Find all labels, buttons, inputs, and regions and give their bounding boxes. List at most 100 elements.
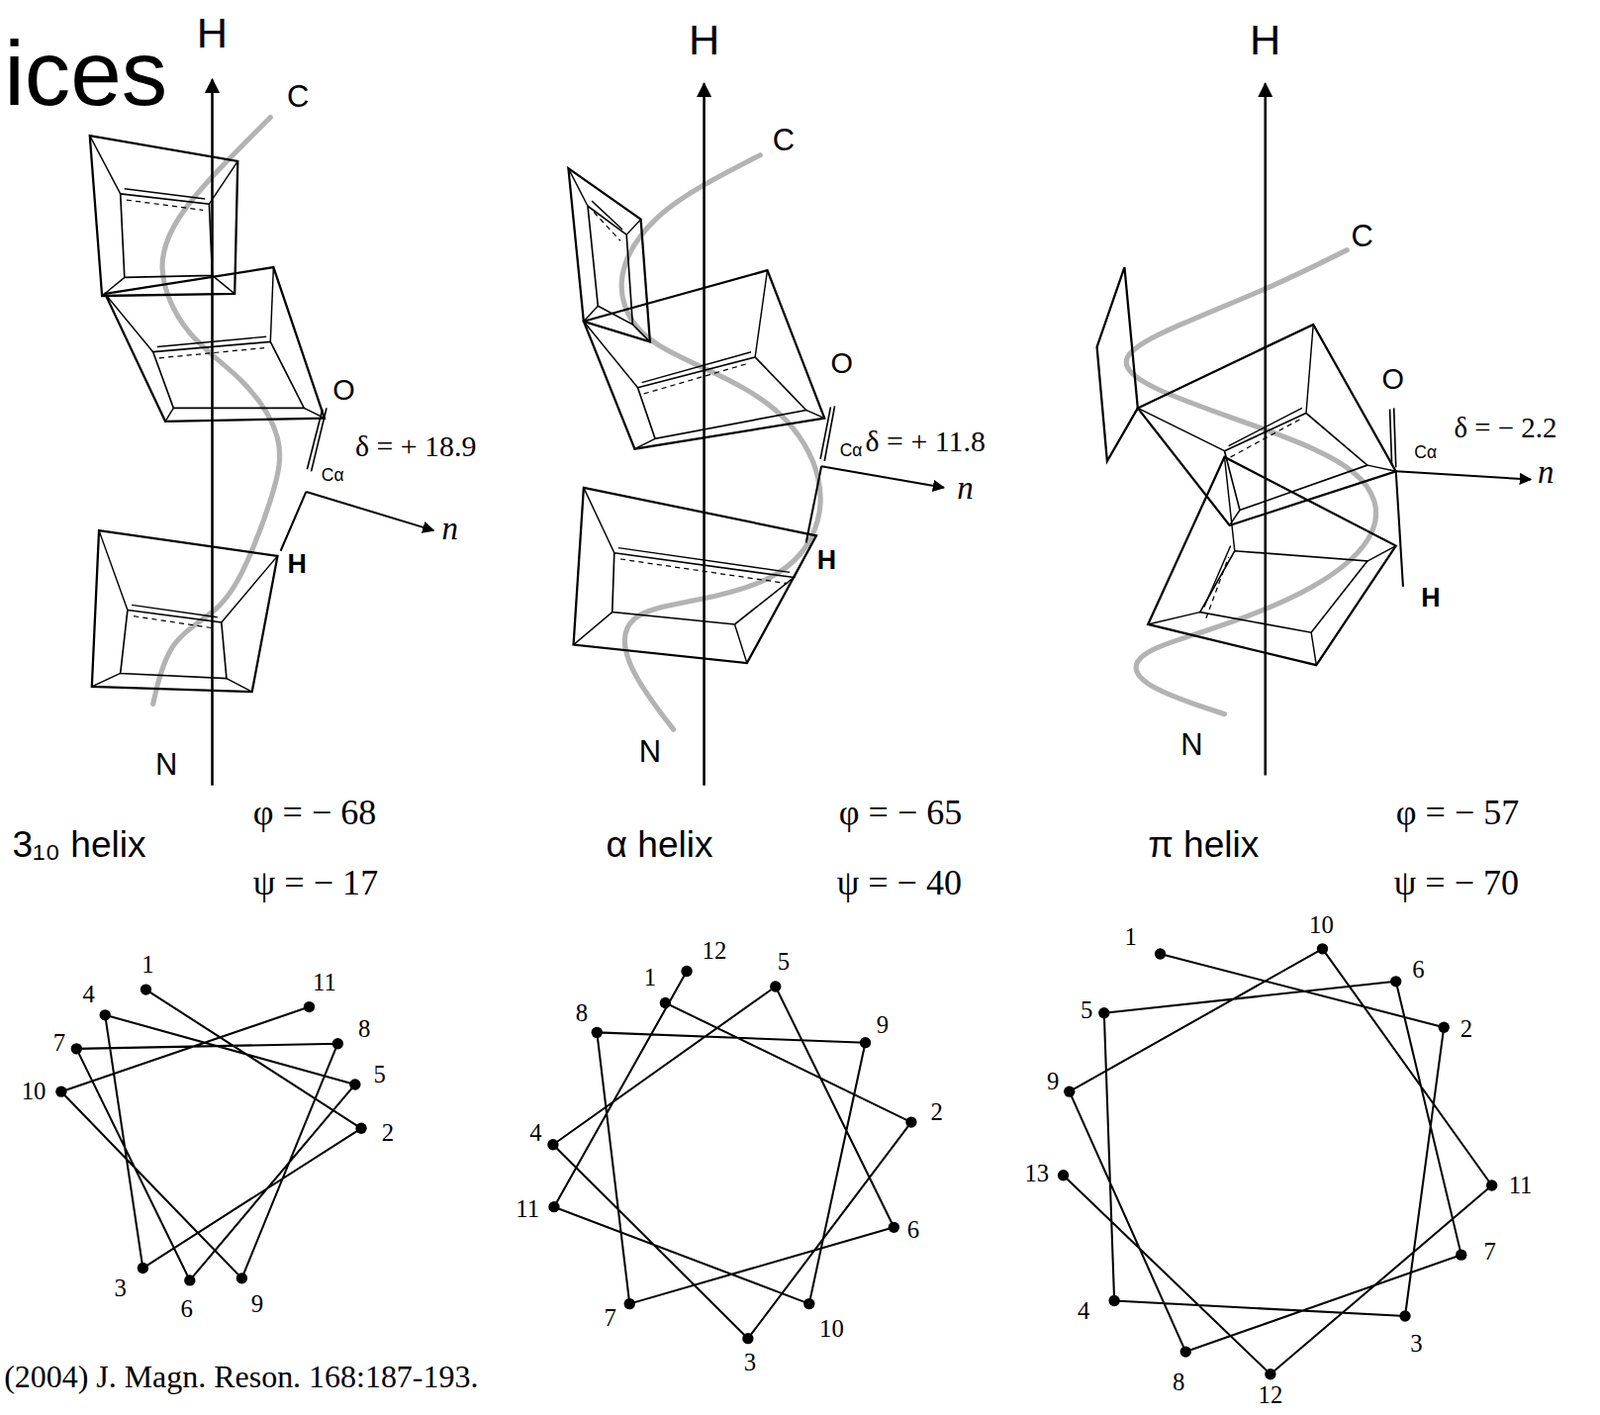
carbonyl-bond: [311, 407, 327, 471]
residue-dot: [55, 1086, 67, 1098]
terminus-label: N: [1180, 728, 1203, 762]
residue-dot: [859, 1036, 871, 1048]
residue-dot: [680, 965, 692, 977]
residue-number: 4: [529, 1119, 542, 1146]
plane-edge: [165, 407, 174, 421]
residue-dot: [332, 1037, 344, 1049]
residue-number: 12: [1258, 1381, 1284, 1409]
residue-dot: [355, 1123, 367, 1134]
residue-dot: [548, 1201, 560, 1213]
plane-outline: [90, 135, 239, 296]
plane-outline: [1137, 324, 1397, 526]
helical-wheel: [1057, 942, 1498, 1380]
peptide-plane: [1137, 324, 1397, 526]
ch-bond: [1396, 470, 1404, 587]
atom-label: O: [1381, 364, 1404, 396]
atom-label: H: [1420, 584, 1440, 614]
plane-inner: [1200, 551, 1368, 633]
plane-inner: [1224, 413, 1368, 511]
residue-number: 4: [83, 981, 95, 1009]
plane-inner: [120, 610, 227, 679]
plane-edge: [1306, 324, 1314, 414]
plane-edge: [221, 556, 279, 623]
plane-edge: [573, 612, 613, 646]
terminus-label: N: [639, 735, 661, 769]
residue-dot: [1180, 1345, 1192, 1357]
residue-number: 8: [575, 999, 588, 1027]
vector-label: n: [442, 510, 460, 547]
residue-number: 4: [1077, 1298, 1090, 1325]
plane-edge: [632, 324, 651, 343]
dashed-line: [593, 211, 621, 241]
plane-edge: [793, 535, 817, 577]
angle-value: δ = + 11.8: [865, 424, 986, 458]
residue-number: 6: [907, 1216, 920, 1243]
residue-number: 11: [312, 968, 337, 996]
residue-dot: [1098, 1007, 1110, 1019]
atom-label: Cα: [321, 466, 345, 485]
residue-dot: [547, 1138, 559, 1150]
terminus-label: C: [286, 80, 309, 114]
axis-label: H: [1249, 16, 1281, 65]
plane-inner: [638, 357, 807, 439]
residue-dot: [1455, 1248, 1467, 1260]
residue-number: 2: [931, 1098, 943, 1126]
residue-dot: [1390, 975, 1402, 987]
residue-number: 10: [21, 1078, 47, 1106]
residue-number: 2: [1460, 1015, 1473, 1042]
residue-number: 3: [1410, 1330, 1422, 1358]
residue-number: 5: [373, 1060, 385, 1088]
residue-number: 7: [1483, 1238, 1496, 1266]
residue-number: 6: [1411, 955, 1424, 983]
terminus-label: C: [1351, 219, 1374, 254]
plane-edge: [567, 168, 588, 206]
plane-outline: [1097, 267, 1138, 462]
angle-value: ψ = − 17: [253, 863, 378, 904]
residue-dot: [140, 983, 152, 995]
atom-label: O: [831, 348, 853, 380]
residue-dot: [137, 1262, 149, 1274]
residue-number: 10: [819, 1315, 845, 1342]
backbone-trace: [621, 155, 821, 730]
angle-value: φ = − 68: [253, 793, 377, 834]
carbonyl-bond: [306, 408, 322, 470]
carbonyl-bond: [820, 406, 831, 460]
plane-outline: [104, 267, 325, 422]
helix-name: π helix: [1147, 823, 1259, 864]
plane-edge: [1137, 407, 1225, 451]
peptide-plane: [567, 168, 651, 342]
plane-edge: [212, 275, 236, 294]
residue-number: 5: [1080, 996, 1093, 1024]
residue-dot: [1486, 1179, 1498, 1191]
residue-number: 8: [358, 1015, 371, 1042]
residue-dot: [99, 1009, 111, 1021]
plane-edge: [583, 321, 639, 388]
residue-number: 7: [604, 1305, 617, 1332]
plane-edge: [583, 487, 615, 554]
double-bond-line: [131, 604, 218, 617]
angle-value: φ = − 65: [839, 793, 963, 834]
dashed-line: [1206, 557, 1229, 619]
residue-number: 1: [1124, 923, 1136, 950]
residue-dot: [1317, 942, 1328, 954]
atom-label: Cα: [840, 441, 863, 461]
plane-edge: [226, 678, 253, 692]
plane-edge: [626, 219, 641, 235]
plane-outline: [567, 168, 651, 342]
helical-wheel: [547, 965, 917, 1345]
residue-number: 3: [744, 1348, 756, 1376]
residue-dot: [888, 1222, 900, 1233]
helix-axis: [702, 84, 706, 786]
residue-dot: [1154, 947, 1166, 959]
residue-dot: [71, 1042, 83, 1054]
helix-axis: [1263, 84, 1267, 776]
residue-dot: [659, 997, 671, 1009]
helix-name: α helix: [606, 823, 714, 864]
backbone-trace: [1126, 250, 1376, 715]
plane-edge: [1224, 457, 1235, 552]
plane-edge: [104, 293, 153, 353]
peptide-plane: [573, 487, 817, 663]
